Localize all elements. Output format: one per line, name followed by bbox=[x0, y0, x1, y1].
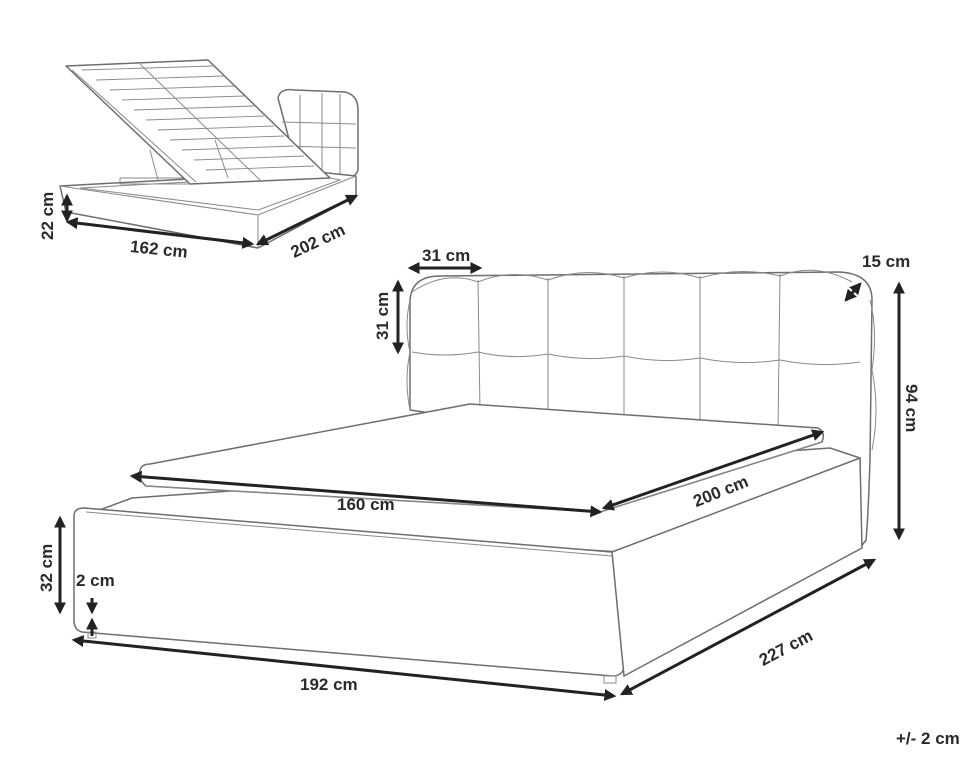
mattress-width-dim bbox=[129, 470, 603, 518]
small-width-dim bbox=[65, 217, 255, 249]
small-width-label: 162 cm bbox=[129, 237, 188, 262]
outer-length-dim bbox=[619, 558, 877, 696]
leg-front-right bbox=[603, 675, 617, 684]
mattress-width-label: 160 cm bbox=[337, 495, 395, 514]
outer-width-dim bbox=[71, 635, 617, 701]
frame-height-label: 32 cm bbox=[37, 544, 56, 592]
storage-bed-illustration bbox=[59, 59, 359, 249]
total-height-label: 94 cm bbox=[902, 384, 921, 432]
mattress-length-dim bbox=[601, 429, 825, 511]
leg-height-label: 2 cm bbox=[76, 571, 115, 590]
cushion-height-label: 31 cm bbox=[373, 292, 392, 340]
outer-length-label: 227 cm bbox=[756, 626, 816, 670]
headboard-thickness-dim bbox=[844, 282, 862, 302]
small-length-dim bbox=[255, 194, 359, 246]
main-bed-illustration bbox=[73, 269, 877, 684]
tolerance-note: +/- 2 cm bbox=[896, 729, 960, 748]
small-lifted-slats bbox=[65, 59, 331, 185]
small-height-label: 22 cm bbox=[38, 192, 57, 240]
outer-width-label: 192 cm bbox=[300, 675, 358, 694]
headboard-thickness-label: 15 cm bbox=[862, 252, 910, 271]
headboard-seams bbox=[477, 273, 781, 431]
cushion-width-label: 31 cm bbox=[422, 246, 470, 265]
